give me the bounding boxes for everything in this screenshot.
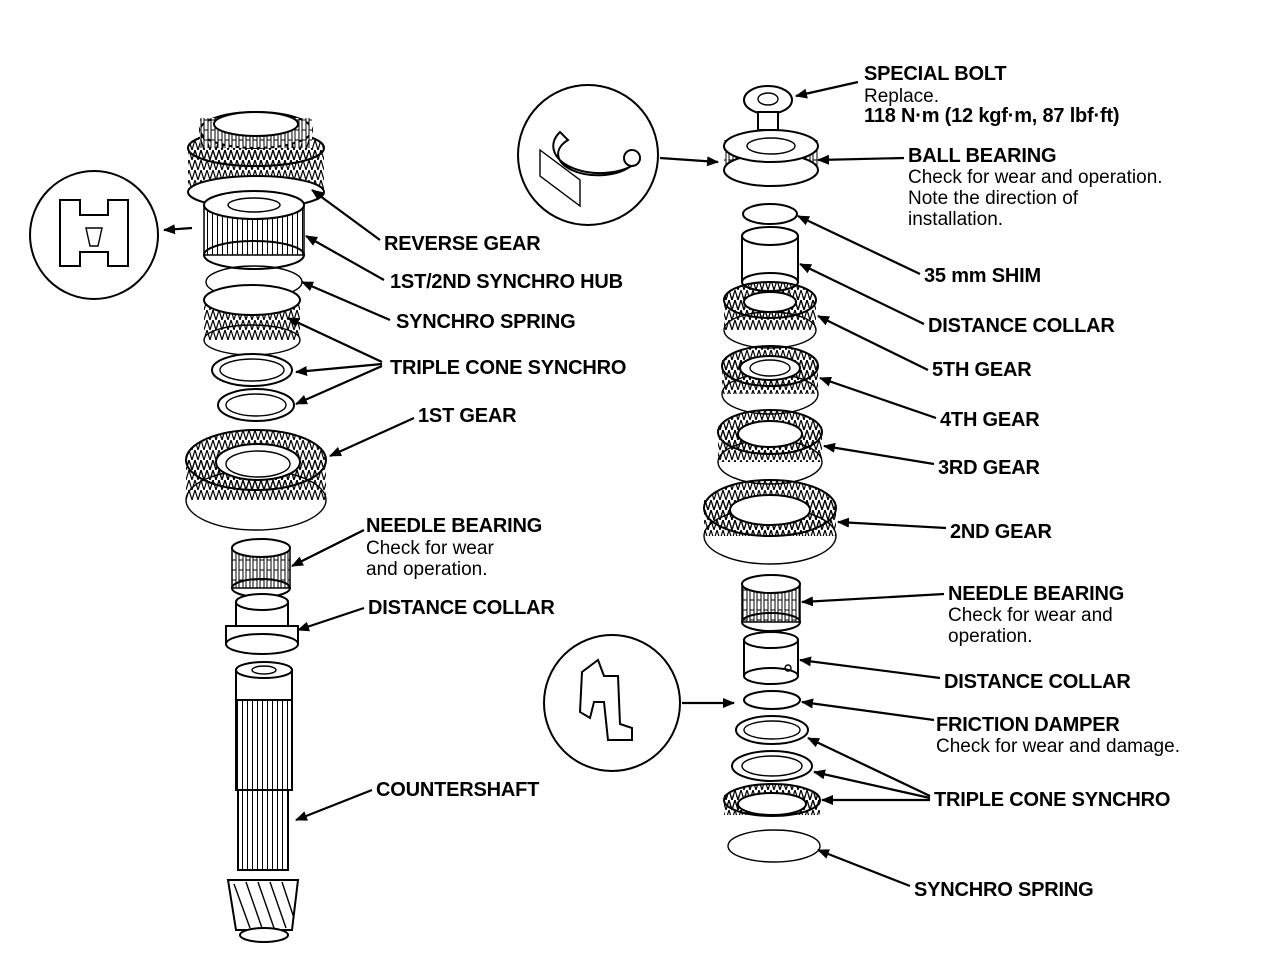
needle-bearing-right-part [741,574,801,632]
leader-triple-cone-right-2 [813,769,931,800]
label-triple-cone-synchro-right: TRIPLE CONE SYNCHRO [934,789,1170,811]
leader-fifth-gear [817,315,929,371]
label-triple-cone-synchro-left: TRIPLE CONE SYNCHRO [390,357,626,379]
label-shim-35mm: 35 mm SHIM [924,265,1041,287]
label-ball-bearing: BALL BEARING [908,145,1056,167]
leader-triple-cone-left-2 [295,362,383,376]
leader-distance-collar-right-top [799,263,925,325]
label-first-gear: 1ST GEAR [418,405,517,427]
leader-triple-cone-right-1 [807,737,931,797]
leader-needle-bearing-left [291,529,365,567]
first-gear-part [185,429,327,531]
note-ball-bearing-2: Note the direction of [908,188,1079,209]
label-fifth-gear: 5TH GEAR [932,359,1032,381]
label-fourth-gear: 4TH GEAR [940,409,1040,431]
label-distance-collar-left: DISTANCE COLLAR [368,597,555,619]
left-assembly [29,111,327,943]
distance-collar-right-top-part [741,226,799,292]
leader-special-bolt [795,80,859,99]
leader-fourth-gear [819,376,937,420]
countershaft-part [226,661,300,943]
inset-arrow-top [659,156,719,167]
label-needle-bearing-right: NEEDLE BEARING [948,583,1124,605]
shim-35mm-part [742,203,798,225]
leader-distance-collar-right-bottom [799,656,941,680]
right-assembly [517,84,837,863]
leader-friction-damper [801,698,935,722]
note-ball-bearing-1: Check for wear and operation. [908,167,1163,188]
leader-ball-bearing [817,154,905,165]
label-friction-damper: FRICTION DAMPER [936,714,1120,736]
leader-synchro-hub [305,235,385,281]
note-special-bolt-1: Replace. [864,86,939,107]
note-needle-bearing-left-2: and operation. [366,559,488,580]
synchro-hub-direction-inset [29,170,159,300]
special-bolt-part [743,85,793,131]
ball-bearing-direction-inset [517,84,659,226]
note-special-bolt-2: 118 N·m (12 kgf·m, 87 lbf·ft) [864,105,1119,127]
leader-distance-collar-left [297,606,365,632]
needle-bearing-left-part [231,538,291,598]
label-distance-collar-right-bottom: DISTANCE COLLAR [944,671,1131,693]
note-ball-bearing-3: installation. [908,209,1003,230]
note-needle-bearing-right-1: Check for wear and [948,605,1113,626]
label-distance-collar-right-top: DISTANCE COLLAR [928,315,1115,337]
fourth-gear-part [721,345,819,415]
label-third-gear: 3RD GEAR [938,457,1041,479]
label-synchro-spring-right: SYNCHRO SPRING [914,879,1093,901]
label-special-bolt: SPECIAL BOLT [864,63,1006,85]
leader-reverse-gear [311,189,381,241]
inset-arrow-left [163,224,193,235]
leader-second-gear [837,517,947,530]
leader-triple-cone-left-1 [287,317,383,363]
label-reverse-gear: REVERSE GEAR [384,233,541,255]
third-gear-part [717,409,823,485]
note-friction-damper-1: Check for wear and damage. [936,736,1180,757]
distance-collar-right-bottom-part [743,631,799,685]
leader-synchro-spring-right [817,848,911,888]
label-countershaft: COUNTERSHAFT [376,779,539,801]
leader-shim [797,215,921,275]
second-gear-part [703,479,837,565]
triple-cone-synchro-right-part [723,715,821,817]
label-second-gear: 2ND GEAR [950,521,1053,543]
synchro-spring-right-part [727,829,821,863]
leader-first-gear [329,416,415,458]
synchro-hub-part [203,190,305,270]
leader-third-gear [823,442,935,466]
leader-triple-cone-left-3 [295,364,383,406]
note-needle-bearing-right-2: operation. [948,626,1033,647]
ball-bearing-part [723,129,819,187]
label-synchro-spring-left: SYNCHRO SPRING [396,311,575,333]
friction-damper-direction-inset [543,634,681,772]
leader-needle-bearing-right [801,592,945,607]
friction-damper-part [743,690,801,710]
leader-countershaft [295,788,373,822]
leader-synchro-spring-left [301,280,391,322]
label-synchro-hub: 1ST/2ND SYNCHRO HUB [390,271,623,293]
triple-cone-synchro-left-part [203,284,301,422]
fifth-gear-part [723,281,817,349]
note-needle-bearing-left-1: Check for wear [366,538,494,559]
label-needle-bearing-left: NEEDLE BEARING [366,515,542,537]
distance-collar-left-part [225,593,299,655]
